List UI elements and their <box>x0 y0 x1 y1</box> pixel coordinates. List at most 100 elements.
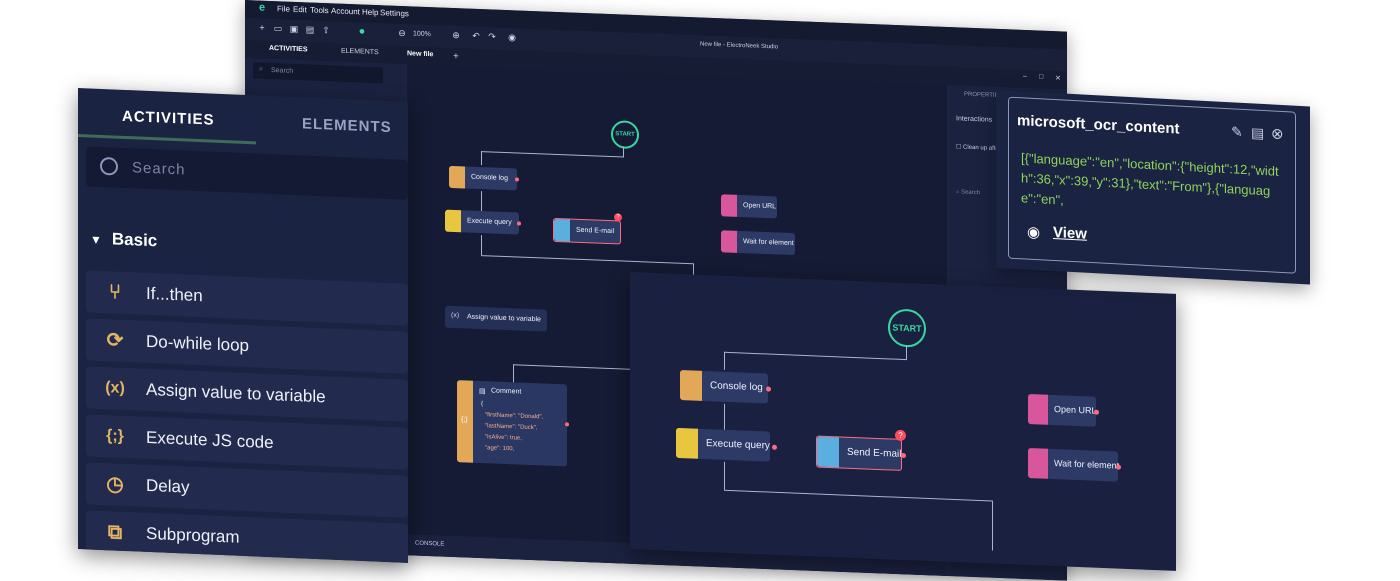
zoom-level[interactable]: 100% <box>413 30 431 39</box>
front-start-node[interactable]: START <box>888 308 926 348</box>
tab-activities[interactable]: ACTIVITIES <box>122 107 215 129</box>
open-url-label: Open URL <box>743 202 777 211</box>
activity-label: Do-while loop <box>146 331 249 356</box>
console-log-node[interactable]: Console log <box>449 165 519 191</box>
view-link[interactable]: View <box>1053 223 1087 243</box>
warning-badge: ? <box>614 213 622 222</box>
activity-label: If...then <box>146 283 203 306</box>
zoom-in-icon[interactable]: ⊕ <box>452 29 460 41</box>
menu-account[interactable]: Account <box>331 6 360 17</box>
caret-down-icon: ▼ <box>90 232 102 248</box>
assign-node[interactable]: (x) Assign value to variable <box>445 305 547 332</box>
wait-for-element-node[interactable]: Wait for element <box>721 230 795 256</box>
group-basic[interactable]: ▼Basic <box>90 229 157 252</box>
start-node[interactable]: START <box>611 120 639 150</box>
tab-elements[interactable]: ELEMENTS <box>302 115 392 137</box>
comment-line: "age": 100, <box>485 445 515 453</box>
menu-settings[interactable]: Settings <box>380 8 409 19</box>
side-tab-elements[interactable]: ELEMENTS <box>341 47 379 57</box>
activity-execute-js[interactable]: {;} Execute JS code <box>86 414 408 470</box>
close-window-icon[interactable]: ✕ <box>1055 75 1061 83</box>
sidebar-search[interactable]: ⌕ Search <box>253 62 383 84</box>
front-execute-query-label: Execute query <box>706 438 770 452</box>
assign-label: Assign value to variable <box>467 313 541 324</box>
window-title: New file - ElectroNeek Studio <box>700 41 779 51</box>
comment-line: "lastName": "Duck", <box>485 423 538 432</box>
eye-icon: ◉ <box>1027 223 1041 242</box>
execute-query-node[interactable]: Execute query <box>445 209 521 235</box>
variable-name: microsoft_ocr_content <box>1017 112 1180 138</box>
front-wait-for-element-label: Wait for element <box>1054 458 1120 471</box>
variable-card: microsoft_ocr_content ✎ ▤ ⊗ [{"language"… <box>1008 96 1296 274</box>
menu-tools[interactable]: Tools <box>310 5 329 16</box>
front-execute-query-node[interactable]: Execute query <box>676 427 777 462</box>
variable-popup: microsoft_ocr_content ✎ ▤ ⊗ [{"language"… <box>996 90 1310 285</box>
branch-icon: ⑂ <box>109 281 121 304</box>
close-icon[interactable]: ⊗ <box>1271 125 1284 144</box>
debug-icon[interactable]: ◉ <box>508 32 516 43</box>
cleanup-checkbox[interactable]: ☐ Clean up after <box>956 144 1001 153</box>
front-send-email-label: Send E-mail <box>847 446 902 460</box>
save-all-icon[interactable]: ▤ <box>305 24 315 35</box>
undo-icon[interactable]: ↶ <box>472 30 480 42</box>
redo-icon[interactable]: ↷ <box>488 31 496 42</box>
loop-icon: ⟳ <box>106 329 124 352</box>
open-folder-icon[interactable]: ▭ <box>273 23 283 34</box>
front-console-log-node[interactable]: Console log <box>680 370 771 404</box>
list-icon[interactable]: ▤ <box>1251 124 1265 142</box>
activity-assign-value[interactable]: (x) Assign value to variable <box>86 366 408 422</box>
search-icon: ⌕ <box>259 65 263 73</box>
console-log-label: Console log <box>471 173 508 183</box>
active-tab-indicator <box>78 134 256 145</box>
comment-line: "isAlive": true, <box>485 434 522 442</box>
front-wait-for-element-node[interactable]: Wait for element <box>1028 447 1121 482</box>
front-open-url-node[interactable]: Open URL <box>1028 393 1099 427</box>
comment-node[interactable]: {;} ▤ Comment { "firstName": "Donald", "… <box>457 380 569 467</box>
save-icon[interactable]: ▣ <box>289 23 299 35</box>
execute-query-label: Execute query <box>467 217 512 227</box>
wait-for-element-label: Wait for element <box>743 238 794 248</box>
zoom-out-icon[interactable]: ⊖ <box>398 27 406 39</box>
comment-line: "firstName": "Donald", <box>485 412 544 421</box>
side-tab-activities[interactable]: ACTIVITIES <box>269 44 308 54</box>
props-search[interactable]: ⌕ Search <box>956 189 981 197</box>
variable-value: [{"language":"en","location":{"height":1… <box>1021 150 1279 208</box>
activity-if-then[interactable]: ⑂ If...then <box>86 270 408 326</box>
menu-file[interactable]: File <box>277 4 290 14</box>
activity-label: Delay <box>146 475 190 497</box>
zoomed-canvas[interactable]: START Console log Execute query Send E-m… <box>630 272 1176 571</box>
minimize-icon[interactable]: – <box>1023 72 1027 81</box>
comment-title: Comment <box>491 387 522 396</box>
code-icon: {;} <box>106 427 124 445</box>
activity-subprogram[interactable]: ⧉ Subprogram <box>86 510 408 563</box>
activity-label: Execute JS code <box>146 427 274 453</box>
open-url-node[interactable]: Open URL <box>721 194 777 219</box>
send-email-node[interactable]: Send E-mail ? <box>553 213 622 245</box>
activity-delay[interactable]: ◷ Delay <box>86 462 408 518</box>
edit-pencil-icon[interactable]: ✎ <box>1231 123 1243 140</box>
comment-title-icon: ▤ <box>479 387 486 396</box>
activity-do-while-loop[interactable]: ⟳ Do-while loop <box>86 318 408 374</box>
front-warning-badge: ? <box>895 429 906 442</box>
add-tab-button[interactable]: + <box>453 50 459 63</box>
run-icon[interactable]: ● <box>358 25 366 38</box>
front-console-log-label: Console log <box>710 380 763 394</box>
upload-icon[interactable]: ⇧ <box>322 24 330 36</box>
comment-line: { <box>481 401 484 408</box>
front-send-email-node[interactable]: Send E-mail ? <box>816 429 906 471</box>
menu-edit[interactable]: Edit <box>293 4 307 15</box>
send-email-label: Send E-mail <box>576 226 615 236</box>
menu-help[interactable]: Help <box>362 7 379 18</box>
app-logo-icon: e <box>259 1 266 14</box>
activities-panel: ACTIVITIES ELEMENTS Search ▼Basic ⑂ If..… <box>78 88 408 563</box>
maximize-icon[interactable]: □ <box>1039 73 1044 81</box>
interactions-label: Interactions <box>956 115 993 124</box>
props-search-placeholder: Search <box>961 189 981 197</box>
sidebar-search-placeholder: Search <box>271 66 294 75</box>
new-file-icon[interactable]: + <box>259 22 265 33</box>
activity-label: Assign value to variable <box>146 379 326 407</box>
activities-search-input[interactable]: Search <box>86 146 408 200</box>
front-open-url-label: Open URL <box>1054 404 1097 416</box>
variable-icon: (x) <box>105 379 125 397</box>
file-tab[interactable]: New file <box>407 50 434 59</box>
